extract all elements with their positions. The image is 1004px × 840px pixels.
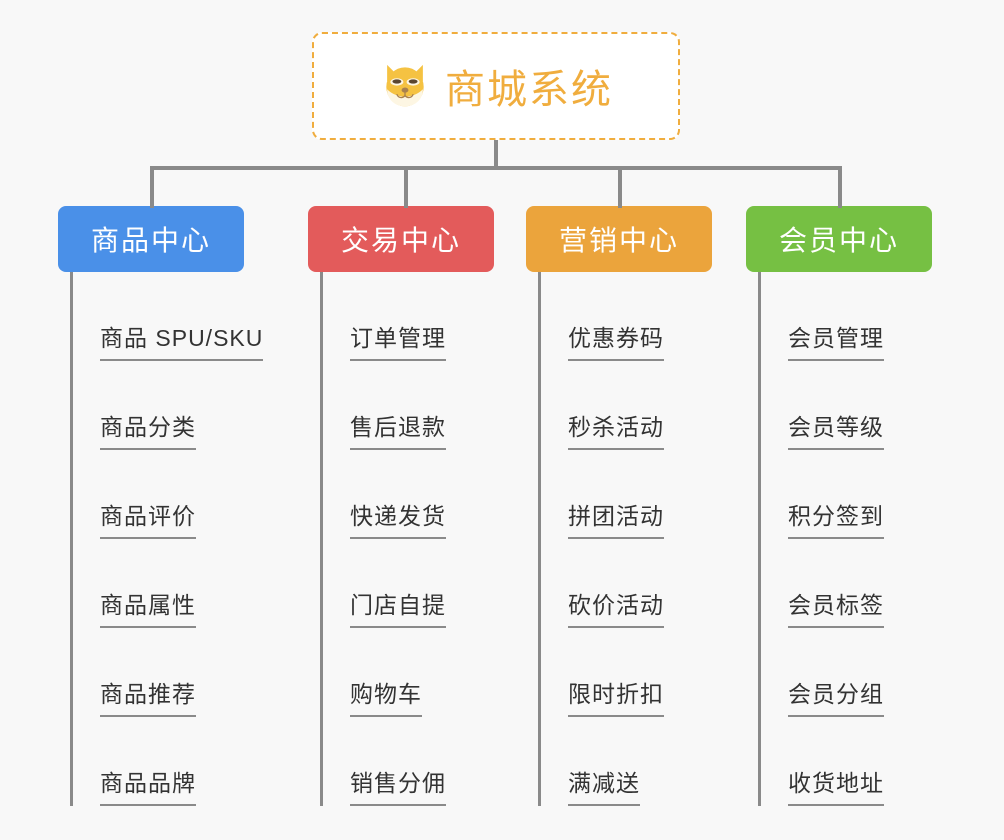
- leaf-item-label: 砍价活动: [568, 586, 664, 628]
- leaf-item-label: 拼团活动: [568, 497, 664, 539]
- leaf-item[interactable]: 快递发货: [308, 450, 494, 539]
- spine-connector-2: [320, 272, 323, 806]
- category-header-1[interactable]: 商品中心: [58, 206, 244, 272]
- leaf-item[interactable]: 会员管理: [746, 272, 932, 361]
- leaf-item-label: 满减送: [568, 764, 640, 806]
- spine-connector-4: [758, 272, 761, 806]
- leaf-item[interactable]: 收货地址: [746, 717, 932, 806]
- drop-connector-4: [838, 166, 842, 208]
- category-column-2: 交易中心订单管理售后退款快递发货门店自提购物车销售分佣: [308, 206, 494, 806]
- leaf-item-label: 商品推荐: [100, 675, 196, 717]
- spine-connector-3: [538, 272, 541, 806]
- category-column-3: 营销中心优惠券码秒杀活动拼团活动砍价活动限时折扣满减送: [526, 206, 712, 806]
- leaf-item[interactable]: 售后退款: [308, 361, 494, 450]
- category-header-label: 商品中心: [90, 225, 211, 256]
- leaf-item[interactable]: 优惠券码: [526, 272, 712, 361]
- leaf-item[interactable]: 商品 SPU/SKU: [58, 272, 264, 361]
- leaf-item[interactable]: 拼团活动: [526, 450, 712, 539]
- leaf-item[interactable]: 满减送: [526, 717, 712, 806]
- category-column-1: 商品中心商品 SPU/SKU 商品分类商品评价商品属性商品推荐商品品牌: [58, 206, 264, 806]
- leaf-item[interactable]: 商品品牌: [58, 717, 244, 806]
- drop-connector-3: [618, 166, 622, 208]
- leaf-item-label: 订单管理: [350, 319, 446, 361]
- leaf-item[interactable]: 门店自提: [308, 539, 494, 628]
- leaf-item-label: 快递发货: [350, 497, 446, 539]
- leaf-item[interactable]: 会员分组: [746, 628, 932, 717]
- leaf-item-label: 会员分组: [788, 675, 884, 717]
- leaf-item-label: 会员标签: [788, 586, 884, 628]
- category-header-2[interactable]: 交易中心: [308, 206, 494, 272]
- drop-connector-2: [404, 166, 408, 208]
- leaf-item[interactable]: 商品属性: [58, 539, 244, 628]
- category-header-label: 交易中心: [340, 225, 461, 256]
- leaf-item[interactable]: 会员标签: [746, 539, 932, 628]
- leaf-item[interactable]: 积分签到: [746, 450, 932, 539]
- leaf-item[interactable]: 限时折扣: [526, 628, 712, 717]
- leaf-item-label: 售后退款: [350, 408, 446, 450]
- root-stem-connector: [494, 140, 498, 169]
- leaf-item-label: 门店自提: [350, 586, 446, 628]
- leaf-list-3: 优惠券码秒杀活动拼团活动砍价活动限时折扣满减送: [526, 272, 712, 806]
- leaf-item-label: 购物车: [350, 675, 422, 717]
- horizontal-bus-connector: [150, 166, 840, 170]
- category-header-4[interactable]: 会员中心: [746, 206, 932, 272]
- leaf-item-label: 会员管理: [788, 319, 884, 361]
- leaf-item[interactable]: 会员等级: [746, 361, 932, 450]
- leaf-item-label: 积分签到: [788, 497, 884, 539]
- leaf-item-label: 优惠券码: [568, 319, 664, 361]
- leaf-item[interactable]: 商品推荐: [58, 628, 244, 717]
- leaf-list-1: 商品 SPU/SKU 商品分类商品评价商品属性商品推荐商品品牌: [58, 272, 264, 806]
- leaf-item-label: 商品分类: [100, 408, 196, 450]
- leaf-list-4: 会员管理会员等级积分签到会员标签会员分组收货地址: [746, 272, 932, 806]
- leaf-item-label: 收货地址: [788, 764, 884, 806]
- leaf-item[interactable]: 秒杀活动: [526, 361, 712, 450]
- category-column-4: 会员中心会员管理会员等级积分签到会员标签会员分组收货地址: [746, 206, 932, 806]
- leaf-item-label: 商品 SPU/SKU: [100, 319, 264, 361]
- leaf-item-label: 商品品牌: [100, 764, 196, 806]
- leaf-item[interactable]: 订单管理: [308, 272, 494, 361]
- leaf-item-label: 秒杀活动: [568, 408, 664, 450]
- leaf-item[interactable]: 销售分佣: [308, 717, 494, 806]
- category-header-label: 会员中心: [778, 225, 899, 256]
- leaf-item[interactable]: 购物车: [308, 628, 494, 717]
- shiba-dog-face-icon: [379, 60, 431, 112]
- category-header-3[interactable]: 营销中心: [526, 206, 712, 272]
- leaf-item-label: 会员等级: [788, 408, 884, 450]
- leaf-item[interactable]: 商品评价: [58, 450, 244, 539]
- root-node[interactable]: 商城系统: [312, 32, 680, 140]
- drop-connector-1: [150, 166, 154, 208]
- leaf-item-label: 商品属性: [100, 586, 196, 628]
- leaf-item-label: 销售分佣: [350, 764, 446, 806]
- leaf-item[interactable]: 砍价活动: [526, 539, 712, 628]
- leaf-item-label: 商品评价: [100, 497, 196, 539]
- leaf-item-label: 限时折扣: [568, 675, 664, 717]
- leaf-list-2: 订单管理售后退款快递发货门店自提购物车销售分佣: [308, 272, 494, 806]
- root-title: 商城系统: [445, 68, 613, 112]
- leaf-item[interactable]: 商品分类: [58, 361, 244, 450]
- category-header-label: 营销中心: [558, 225, 679, 256]
- spine-connector-1: [70, 272, 73, 806]
